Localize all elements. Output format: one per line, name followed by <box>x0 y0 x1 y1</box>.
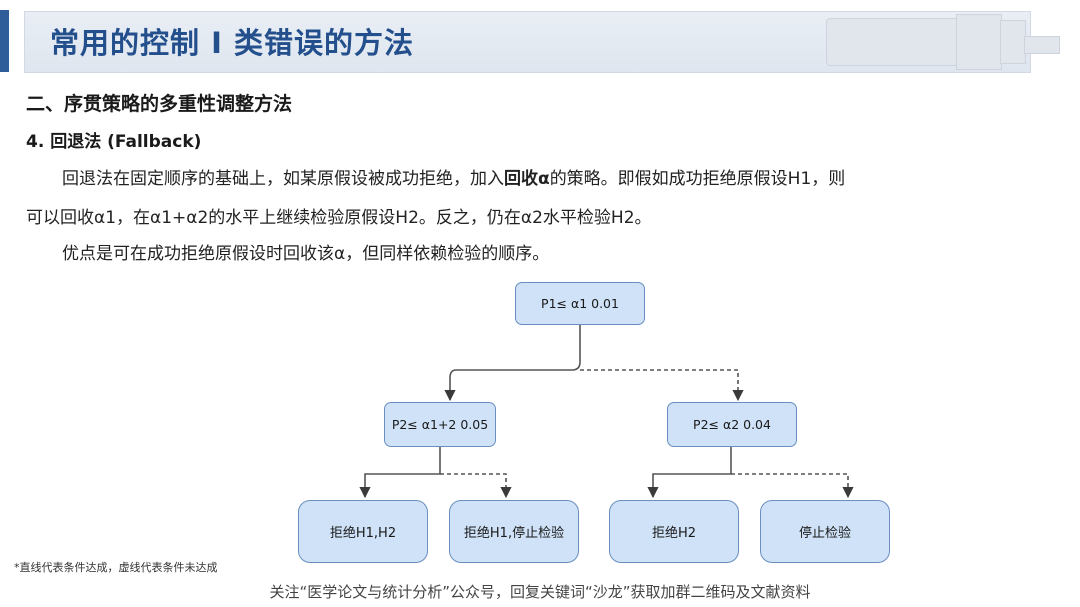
connector-dashed <box>580 369 744 402</box>
paragraph-line: 优点是可在成功拒绝原假设时回收该α，但同样依赖检验的顺序。 <box>62 244 550 264</box>
banner-decoration <box>1024 36 1060 54</box>
connector-solid <box>647 447 732 499</box>
node-leaf: 拒绝H1,停止检验 <box>449 500 579 563</box>
connector-solid <box>444 325 581 402</box>
paragraph-line: 可以回收α1，在α1+α2的水平上继续检验原假设H2。反之，仍在α2水平检验H2… <box>26 208 652 228</box>
banner-decoration <box>1000 20 1026 64</box>
footer-notice: 关注“医学论文与统计分析”公众号，回复关键词“沙龙”获取加群二维码及文献资料 <box>269 583 811 601</box>
paragraph-text: 的策略。即假如成功拒绝原假设H1，则 <box>549 169 846 189</box>
title-accent-bar <box>0 10 9 72</box>
footnote: *直线代表条件达成，虚线代表条件未达成 <box>14 561 218 574</box>
subheading: 4. 回退法 (Fallback) <box>26 132 202 152</box>
connector-dashed <box>731 473 854 499</box>
paragraph-text: 回退法在固定顺序的基础上，如某原假设被成功拒绝，加入 <box>62 169 504 189</box>
connector-solid <box>359 447 441 499</box>
emphasis-text: 回收α <box>504 169 550 189</box>
node-leaf: 拒绝H1,H2 <box>298 500 428 563</box>
node-left-mid: P2≤ α1+2 0.05 <box>384 402 496 447</box>
banner-decoration <box>826 18 958 66</box>
node-right-mid: P2≤ α2 0.04 <box>667 402 797 447</box>
paragraph-line: 回退法在固定顺序的基础上，如某原假设被成功拒绝，加入回收α的策略。即假如成功拒绝… <box>62 164 845 189</box>
node-leaf: 停止检验 <box>760 500 890 563</box>
section-heading: 二、序贯策略的多重性调整方法 <box>26 93 293 115</box>
node-root: P1≤ α1 0.01 <box>515 282 645 325</box>
connector-dashed <box>440 473 512 499</box>
page-title: 常用的控制 I 类错误的方法 <box>50 26 414 60</box>
node-leaf: 拒绝H2 <box>609 500 739 563</box>
